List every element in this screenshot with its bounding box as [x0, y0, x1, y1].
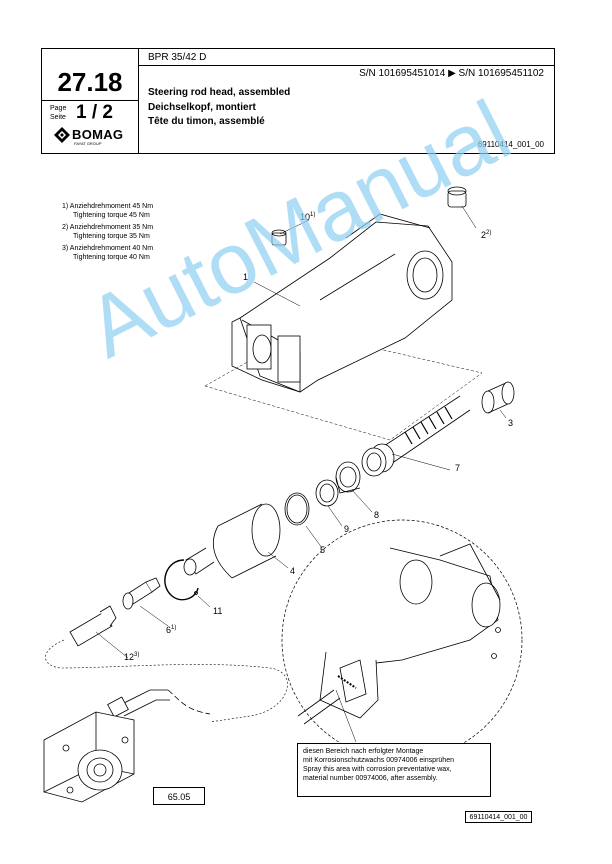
serial-range: S/N 101695451014 ▶ S/N 101695451102 — [359, 68, 544, 79]
page-label-en: Seite — [50, 114, 66, 121]
note-2: 2) Anziehdrehmoment 35 Nm Tightening tor… — [62, 224, 154, 240]
note-3: 3) Anziehdrehmoment 40 Nm Tightening tor… — [62, 245, 154, 261]
note-1: 1) Anziehdrehmoment 45 Nm Tightening tor… — [62, 203, 154, 219]
title-group: Steering rod head, assembled Deichselkop… — [148, 86, 290, 130]
label-part-12: 123) — [124, 652, 140, 662]
brand-subtitle: FAYAT GROUP — [74, 141, 102, 146]
header-divider-vertical — [138, 49, 139, 153]
title-en: Steering rod head, assembled — [148, 87, 291, 98]
label-part-11: 11 — [213, 606, 223, 616]
label-part-8: 8 — [374, 510, 380, 520]
label-part-7: 7 — [455, 463, 461, 473]
page-label-de: Page — [50, 105, 67, 112]
bomag-logo-icon — [54, 127, 70, 143]
title-de: Deichselkopf, montiert — [148, 101, 256, 113]
label-part-5: 5 — [320, 545, 326, 555]
title-fr: Tête du timon, assemblé — [148, 116, 265, 127]
label-part-2: 22) — [481, 230, 492, 240]
doc-id: 69110414_001_00 — [477, 140, 544, 149]
page-label: Page Seite — [50, 104, 66, 122]
header-block: BPR 35/42 D S/N 101695451014 ▶ S/N 10169… — [41, 48, 555, 154]
model-name: BPR 35/42 D — [148, 52, 207, 63]
label-part-9: 9 — [344, 524, 350, 534]
spray-instruction-box: diesen Bereich nach erfolgter Montage mi… — [297, 743, 491, 797]
reference-box: 65.05 — [153, 787, 205, 805]
header-divider-top — [138, 65, 554, 66]
label-part-10: 101) — [300, 212, 316, 222]
header-divider-left — [42, 100, 138, 101]
section-number: 27.18 — [57, 67, 123, 97]
page-number: 1 / 2 — [76, 102, 113, 123]
label-part-3: 3 — [508, 418, 514, 428]
footer-doc-id: 69110414_001_00 — [465, 811, 532, 823]
label-part-6: 61) — [166, 625, 177, 635]
label-part-4: 4 — [290, 566, 296, 576]
brand-name: BOMAG — [72, 127, 124, 142]
torque-notes: 1) Anziehdrehmoment 45 Nm Tightening tor… — [62, 202, 153, 265]
label-part-1: 1 — [243, 272, 249, 282]
